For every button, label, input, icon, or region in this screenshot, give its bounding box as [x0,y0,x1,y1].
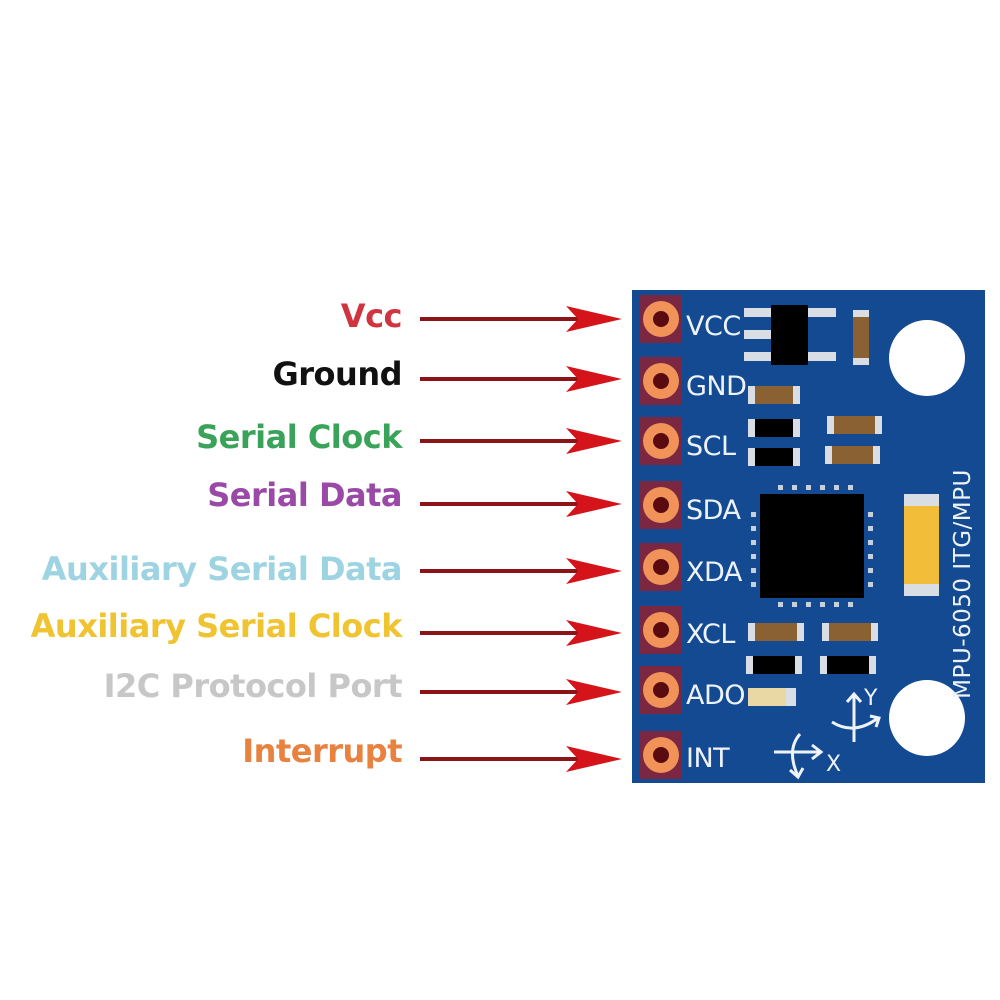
chip-pin-dot [792,602,797,607]
resistor [822,623,878,641]
chip-pin-dot [806,602,811,607]
resistor-vertical [853,310,869,365]
pin-hole-vcc[interactable] [643,301,679,337]
regulator-lead [744,330,774,339]
arrow-aux-serial-data [420,558,622,584]
mounting-hole-bottom [889,680,965,756]
pin-label-ground: Ground [272,355,403,393]
led [748,688,796,706]
pin-label-vcc: Vcc [340,297,403,335]
chip-pin-dot [806,485,811,490]
regulator-lead [744,308,774,317]
chip-pin-dot [751,540,756,545]
pin-hole-int[interactable] [643,737,679,773]
capacitor [748,448,800,466]
chip-pin-dot [792,485,797,490]
arrow-interrupt [420,746,622,772]
chip-pin-dot [834,602,839,607]
chip-pin-dot [868,512,873,517]
chip-pin-dot [820,485,825,490]
arrow-serial-clock [420,428,622,454]
pin-name-xda: XDA [686,557,742,588]
mpu6050-chip [760,494,864,598]
pin-name-int: INT [686,743,730,774]
pin-hole-scl[interactable] [643,423,679,459]
pin-hole-xcl[interactable] [643,612,679,648]
pin-name-ado: ADO [686,680,746,711]
chip-pin-dot [751,526,756,531]
chip-pin-dot [848,602,853,607]
pin-label-serial-data: Serial Data [207,476,402,514]
axis-y-icon [831,691,881,742]
pin-label-aux-serial-data: Auxiliary Serial Data [41,550,403,588]
chip-pin-dot [868,568,873,573]
chip-pin-dot [868,554,873,559]
axis-x-label: X [826,752,842,777]
chip-pin-dot [868,540,873,545]
pin-label-aux-serial-clock: Auxiliary Serial Clock [30,607,403,645]
resistor [748,386,800,404]
chip-pin-dot [820,602,825,607]
arrow-i2c-protocol-port [420,679,622,705]
pin-hole-gnd[interactable] [643,363,679,399]
regulator-tab [806,308,836,317]
chip-pin-dot [868,526,873,531]
voltage-regulator [771,305,808,365]
pin-name-xcl: XCL [686,619,735,650]
regulator-lead [744,352,774,361]
chip-pin-dot [778,485,783,490]
chip-pin-dot [834,485,839,490]
tantalum-capacitor [904,494,939,596]
pin-name-scl: SCL [686,431,736,462]
pin-hole-ado[interactable] [643,672,679,708]
chip-pin-dot [868,582,873,587]
pin-label-serial-clock: Serial Clock [196,418,402,456]
mounting-hole-top [889,320,965,396]
resistor [827,416,882,434]
pin-hole-sda[interactable] [643,487,679,523]
chip-pin-dot [848,485,853,490]
pin-hole-xda[interactable] [643,549,679,585]
chip-pin-dot [751,582,756,587]
capacitor [820,656,876,674]
chip-pin-dot [751,568,756,573]
arrow-aux-serial-clock [420,620,622,646]
arrow-vcc [420,306,622,332]
pin-name-vcc: VCC [686,311,741,342]
arrow-ground [420,366,622,392]
regulator-tab [806,352,836,361]
pin-name-sda: SDA [686,495,741,526]
axis-y-label: Y [864,686,878,711]
board-title: MPU-6050 ITG/MPU [950,469,976,699]
resistor [748,623,804,641]
chip-pin-dot [751,512,756,517]
capacitor [746,656,802,674]
chip-pin-dot [751,554,756,559]
pin-name-gnd: GND [686,371,747,402]
capacitor [748,419,800,437]
resistor [825,446,880,464]
chip-pin-dot [778,602,783,607]
axis-x-icon [774,733,824,780]
arrow-serial-data [420,491,622,517]
pin-label-interrupt: Interrupt [242,732,402,770]
pin-label-i2c-protocol-port: I2C Protocol Port [103,667,403,705]
